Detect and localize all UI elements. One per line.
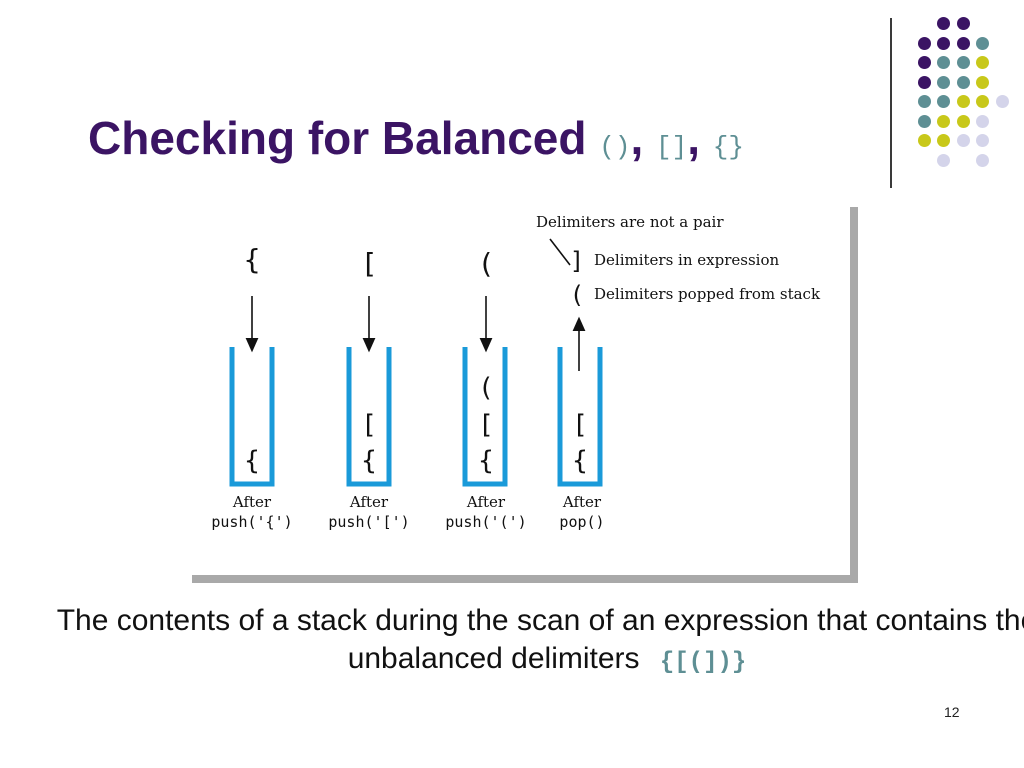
decorative-dot — [937, 95, 950, 108]
legend-expression-symbol: ] — [570, 247, 584, 275]
decorative-divider — [890, 18, 892, 188]
stack-item: { — [244, 446, 260, 476]
decorative-dot — [917, 95, 931, 108]
decorative-dot — [976, 36, 989, 50]
decorative-dot — [917, 56, 931, 69]
stack-label-after: After — [562, 493, 602, 511]
decorative-dot — [976, 95, 989, 108]
decorative-dot — [956, 36, 970, 50]
decorative-dot — [937, 56, 950, 69]
decorative-dot — [956, 95, 970, 108]
stack-label-op: push('{') — [211, 513, 292, 531]
stack-label-op: push('(') — [445, 513, 526, 531]
incoming-brace: { — [244, 243, 261, 276]
title-brackets: [] — [656, 132, 688, 162]
decorative-dot — [917, 134, 931, 147]
decorative-dot — [956, 17, 970, 30]
stack-4 — [557, 347, 603, 487]
stack-item: { — [361, 446, 377, 476]
stack-item: { — [478, 446, 494, 476]
stack-3 — [462, 347, 508, 487]
decorative-dot — [937, 36, 950, 50]
legend-popped: Delimiters popped from stack — [594, 285, 821, 303]
stack-label-after: After — [466, 493, 506, 511]
stack-item: [ — [572, 410, 588, 440]
title-comma: , — [687, 112, 701, 164]
decorative-dot — [917, 114, 931, 128]
title-braces: {} — [712, 132, 745, 162]
title-comma: , — [630, 112, 644, 164]
stack-item: { — [572, 446, 588, 476]
figure-caption: The contents of a stack during the scan … — [0, 602, 1024, 682]
legend-popped-symbol: ( — [570, 281, 584, 309]
title-text: Checking for Balanced — [88, 112, 587, 164]
stack-item: [ — [361, 410, 377, 440]
incoming-bracket: [ — [361, 247, 378, 280]
title-parens: () — [599, 132, 631, 162]
stack-2 — [346, 347, 392, 487]
stack-label-op: push('[') — [328, 513, 409, 531]
stack-item: ( — [478, 373, 494, 403]
decorative-dot — [937, 75, 950, 89]
decorative-dot — [937, 17, 950, 30]
decorative-dot — [937, 153, 950, 167]
stack-diagram: { [ ( { { [ { [ ( { [ After push('{') Af… — [211, 213, 821, 531]
stack-label-op: pop() — [559, 513, 604, 531]
stack-item: [ — [478, 410, 494, 440]
decorative-dot — [917, 75, 931, 89]
decorative-dot — [995, 95, 1009, 108]
decorative-dot — [937, 134, 950, 147]
page-number: 12 — [944, 704, 960, 720]
stack-label-after: After — [232, 493, 272, 511]
stack-label-after: After — [349, 493, 389, 511]
decorative-dot — [976, 114, 989, 128]
decorative-dot — [976, 75, 989, 89]
decorative-dot — [937, 114, 950, 128]
slide-title: Checking for Balanced (), [], {} — [88, 108, 744, 177]
decorative-dot — [917, 36, 931, 50]
decorative-dot — [956, 114, 970, 128]
stack-1 — [229, 347, 275, 487]
caption-text: The contents of a stack during the scan … — [56, 604, 1024, 675]
decorative-dot — [956, 75, 970, 89]
decorative-dot — [976, 153, 989, 167]
decorative-dot — [956, 134, 970, 147]
stack-figure: { [ ( { { [ { [ ( { [ After push('{') Af… — [186, 201, 850, 575]
incoming-paren: ( — [478, 247, 495, 280]
legend-pointer-line — [549, 238, 571, 266]
decorative-dot — [976, 56, 989, 69]
decorative-dot — [976, 134, 989, 147]
decorative-dot — [956, 56, 970, 69]
legend-in-expression: Delimiters in expression — [594, 251, 779, 269]
caption-expression: {[(])} — [659, 649, 747, 676]
legend-note: Delimiters are not a pair — [536, 213, 724, 231]
